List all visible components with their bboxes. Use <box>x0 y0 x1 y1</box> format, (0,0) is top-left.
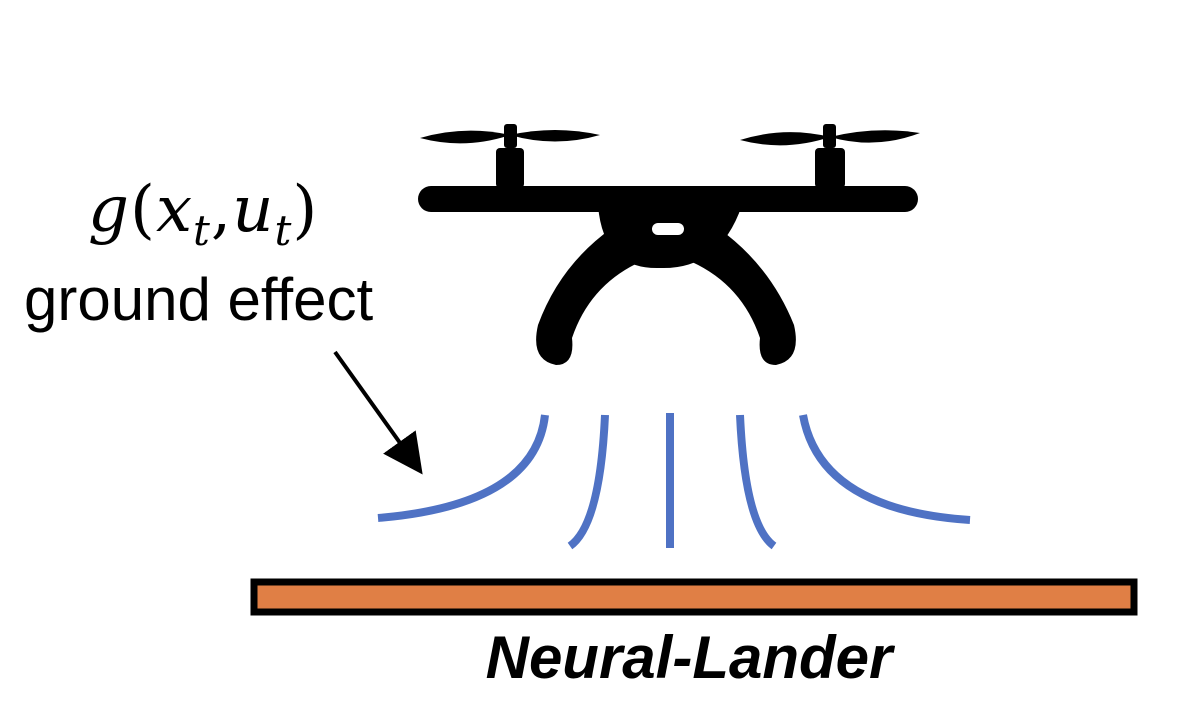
airflow-lines <box>377 413 971 550</box>
left-propeller-icon <box>420 124 600 188</box>
formula-sub-t2: t <box>274 206 293 255</box>
formula-open-paren: ( <box>129 173 156 247</box>
landing-leg-right <box>692 228 796 365</box>
ground-effect-label: ground effect <box>24 266 374 333</box>
ground-effect-formula: g(xt,ut) <box>88 178 318 252</box>
formula-comma: , <box>210 173 233 247</box>
formula-sub-t1: t <box>193 206 211 255</box>
landing-pad <box>250 578 1138 616</box>
drone-icon <box>418 124 920 365</box>
right-propeller-icon <box>740 124 920 188</box>
formula-close-paren: ) <box>292 173 319 247</box>
drone-arm-bar <box>418 186 918 212</box>
airflow-line-2 <box>567 414 609 550</box>
ground-effect-arrow <box>333 350 423 475</box>
airflow-line-4 <box>736 414 777 550</box>
airflow-line-5 <box>799 414 971 524</box>
diagram-title: Neural-Lander <box>485 624 893 691</box>
airflow-line-1 <box>377 414 549 522</box>
formula-function: g <box>88 173 130 247</box>
formula-var-u: u <box>232 173 275 247</box>
formula-var-x: x <box>155 173 194 247</box>
landing-leg-left <box>536 228 640 365</box>
camera-icon <box>652 223 684 235</box>
